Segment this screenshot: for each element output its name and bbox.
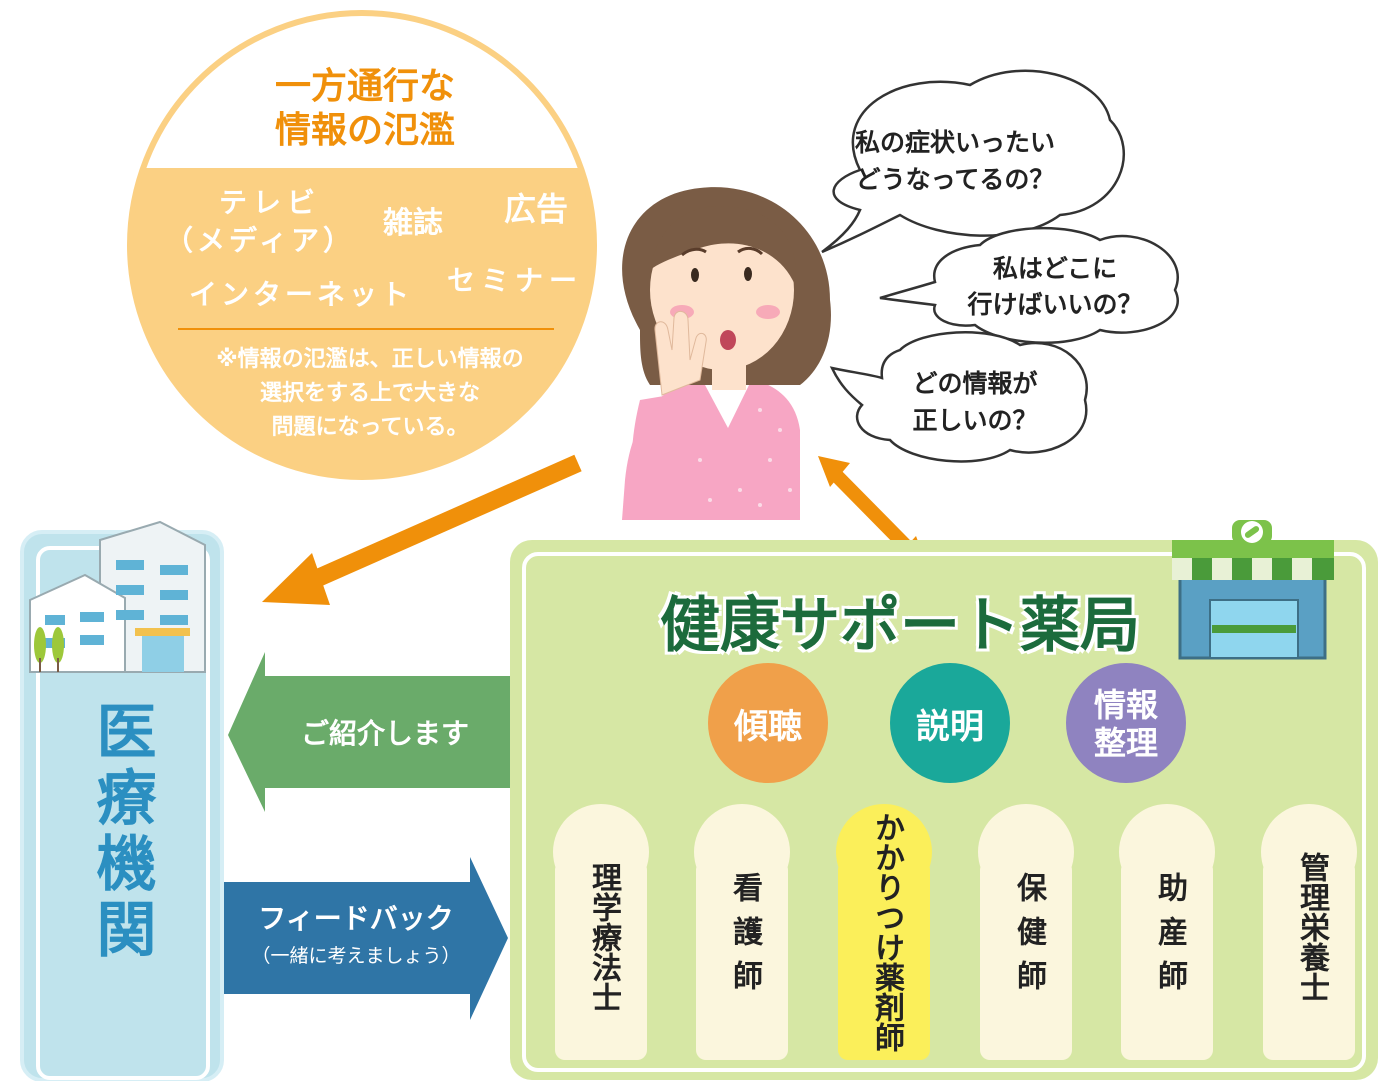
feedback-label: フィードバック	[258, 902, 454, 935]
source-ads: 広告	[503, 190, 568, 228]
info-note-line2: 選択をする上で大きな	[259, 381, 480, 406]
source-tv-media: （メディア）	[164, 224, 356, 257]
info-note-line3: 問題になっている。	[271, 415, 469, 440]
woman-hand	[654, 311, 707, 396]
speech-1-line1: 私の症状いったい	[854, 128, 1055, 157]
feedback-sublabel: （一緒に考えましょう）	[251, 944, 461, 967]
role-explain-circle	[890, 663, 1010, 783]
pharmacy-title: 健康サポート薬局	[660, 590, 1140, 661]
staff-physical-therapist: 理学療法士	[586, 862, 621, 1012]
info-note-line1: ※情報の氾濫は、正しい情報の	[216, 347, 524, 372]
source-tv: テレビ	[218, 186, 321, 219]
referral-label: ご紹介します	[300, 717, 469, 750]
pharmacy-store-icon	[1172, 520, 1334, 660]
role-explain-label: 説明	[916, 706, 984, 747]
role-listen-label: 傾聴	[734, 706, 802, 747]
staff-midwife: 助産師	[1152, 872, 1187, 1004]
speech-3-line1: どの情報が	[912, 369, 1038, 398]
info-to-medical-arrow	[262, 454, 582, 605]
speech-3-line2: 正しいの？	[912, 406, 1038, 435]
staff-figures	[553, 804, 1357, 1060]
speech-2-line1: 私はどこに	[992, 254, 1118, 283]
feedback-arrow	[224, 857, 508, 1020]
speech-bubble-1	[821, 69, 1126, 254]
staff-family-pharmacist: かかりつけ薬剤師	[869, 812, 904, 1052]
info-title-line1: 一方通行な	[274, 66, 455, 107]
info-title-line2: 情報の氾濫	[274, 110, 455, 151]
role-organize-circle	[1066, 663, 1186, 783]
speech-bubble-3	[829, 331, 1088, 463]
speech-1-line2: どうなってるの？	[855, 165, 1055, 194]
medical-institution-label: 医療機関	[86, 700, 156, 964]
role-organize-label-line2: 整理	[1093, 724, 1158, 762]
role-listen-circle	[708, 663, 828, 783]
role-organize-label-line1: 情報	[1093, 686, 1158, 724]
referral-arrow	[228, 652, 510, 812]
staff-nurse: 看護師	[727, 872, 762, 1004]
source-seminar: セミナー	[446, 264, 583, 297]
source-internet: インターネット	[188, 278, 413, 311]
hospital-building-icon	[29, 520, 206, 673]
speech-2-line2: 行けばいいの？	[967, 290, 1143, 319]
staff-dietitian: 管理栄養士	[1294, 852, 1329, 1002]
source-magazine: 雑誌	[383, 206, 443, 241]
staff-public-health-nurse: 保健師	[1011, 872, 1046, 1004]
